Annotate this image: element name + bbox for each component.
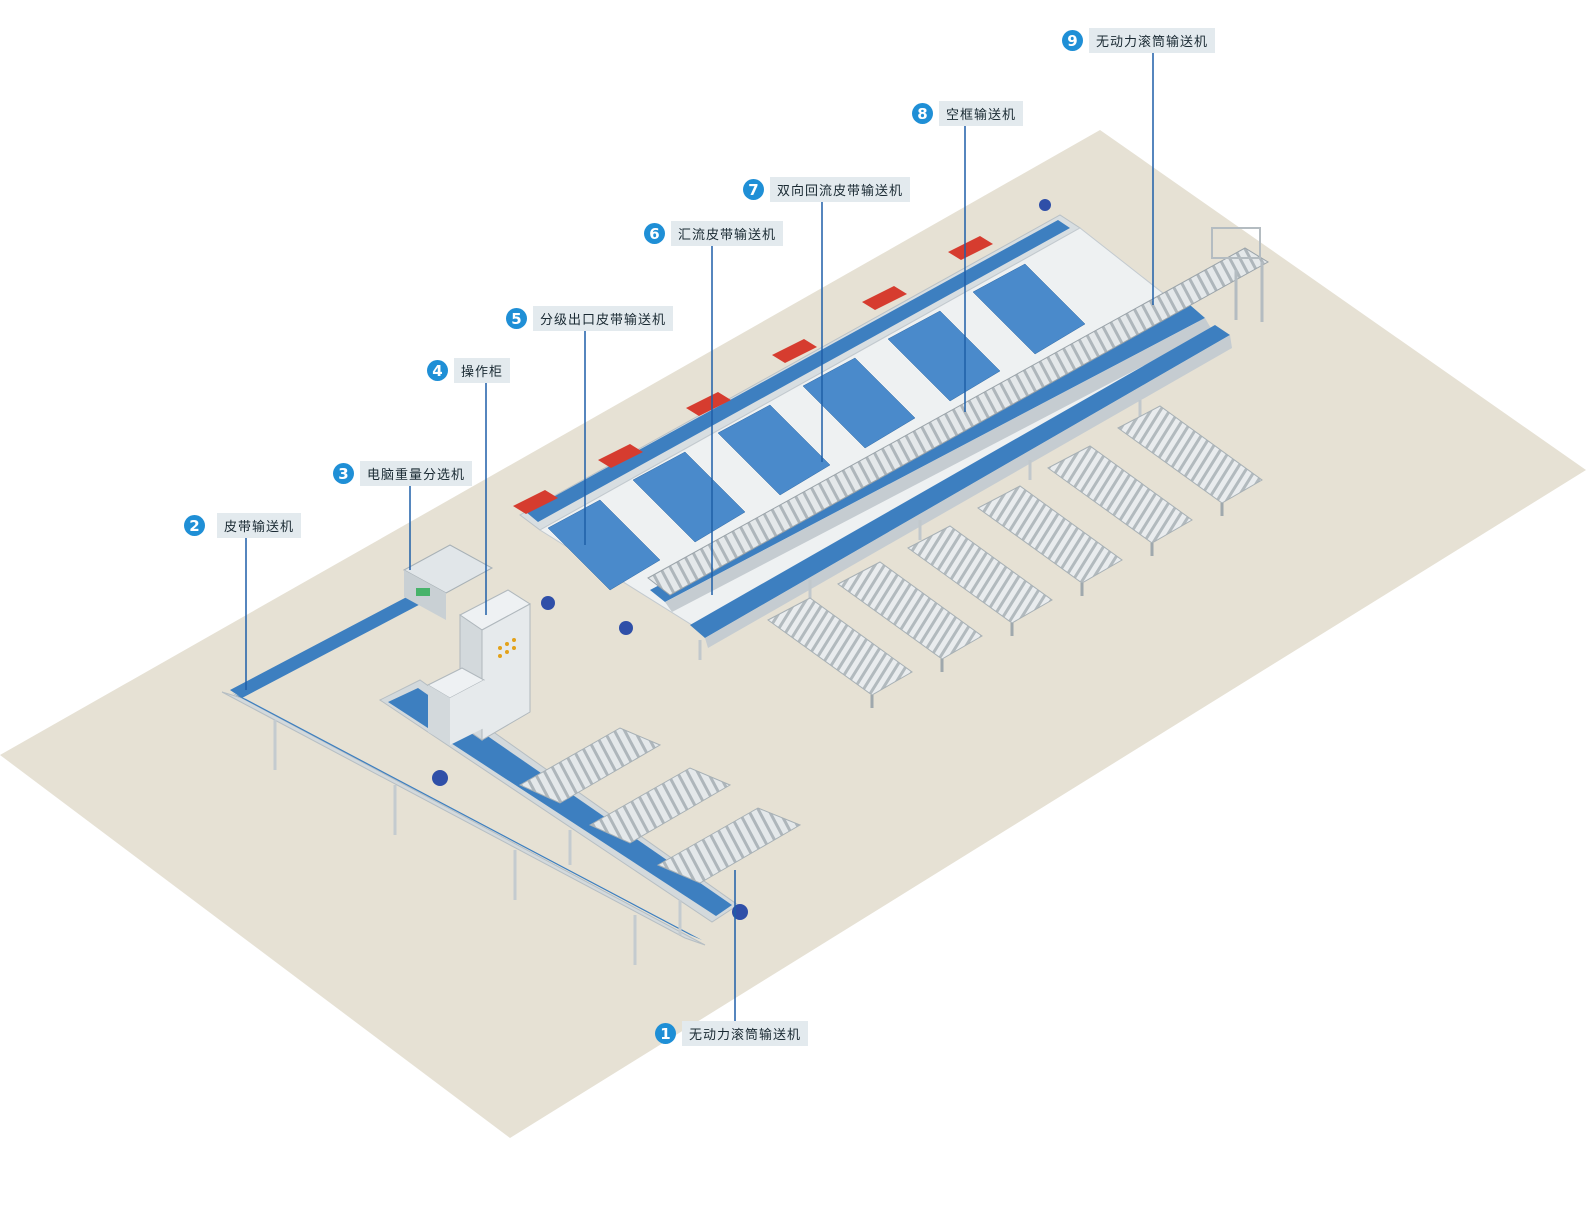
- callout-2-label: 皮带输送机: [217, 513, 302, 538]
- callout-4: 4 操作柜: [427, 358, 511, 383]
- callout-1-badge: 1: [655, 1023, 676, 1044]
- callout-5-label: 分级出口皮带输送机: [533, 306, 674, 331]
- callout-3-label: 电脑重量分选机: [360, 461, 473, 486]
- callout-1-label: 无动力滚筒输送机: [682, 1021, 809, 1046]
- grading-line: [513, 199, 1269, 660]
- callout-7-label: 双向回流皮带输送机: [770, 177, 911, 202]
- callout-8-badge: 8: [912, 103, 933, 124]
- outlet-roller-tables: [767, 405, 1263, 708]
- callout-9-label: 无动力滚筒输送机: [1089, 28, 1216, 53]
- callout-3: 3 电脑重量分选机: [333, 461, 473, 486]
- callout-6-badge: 6: [644, 223, 665, 244]
- lower-roller-tables: [518, 727, 802, 884]
- control-cabinet: [426, 589, 531, 745]
- callout-5: 5 分级出口皮带输送机: [506, 306, 674, 331]
- weight-sorter: [402, 544, 494, 620]
- callout-4-badge: 4: [427, 360, 448, 381]
- callout-2: 2 皮带输送机: [184, 513, 302, 538]
- callout-3-badge: 3: [333, 463, 354, 484]
- callout-7: 7 双向回流皮带输送机: [743, 177, 911, 202]
- callout-8: 8 空框输送机: [912, 101, 1024, 126]
- callout-1: 1 无动力滚筒输送机: [655, 1021, 809, 1046]
- callout-7-badge: 7: [743, 179, 764, 200]
- callout-5-badge: 5: [506, 308, 527, 329]
- callout-9-badge: 9: [1062, 30, 1083, 51]
- callout-6-label: 汇流皮带输送机: [671, 221, 784, 246]
- callout-8-label: 空框输送机: [939, 101, 1024, 126]
- callout-6: 6 汇流皮带输送机: [644, 221, 784, 246]
- leader-lines: [245, 50, 1154, 1021]
- callout-9: 9 无动力滚筒输送机: [1062, 28, 1216, 53]
- callout-4-label: 操作柜: [454, 358, 511, 383]
- callout-2-badge: 2: [184, 515, 205, 536]
